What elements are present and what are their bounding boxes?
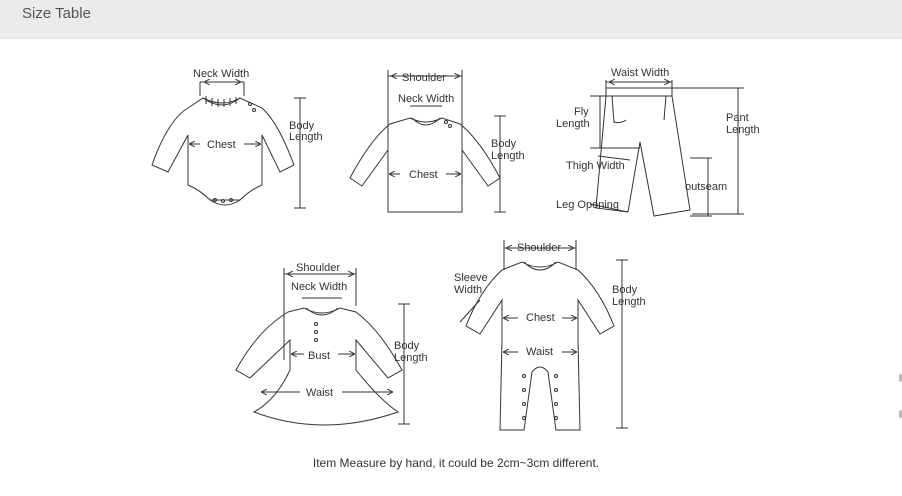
romper-figure [459, 240, 628, 431]
dress-neck-width-label: Neck Width [291, 281, 347, 293]
dress-figure [235, 268, 410, 426]
scroll-indicator-upper [899, 374, 902, 382]
pants-waist-width-label: Waist Width [611, 67, 669, 79]
pants-outseam-label: outseam [685, 181, 727, 193]
tshirt-body-length-label-1: Body [491, 138, 517, 150]
page-title: Size Table [22, 5, 91, 22]
romper-body-length-label-1: Body [612, 284, 638, 296]
measurement-note: Item Measure by hand, it could be 2cm~3c… [312, 456, 600, 470]
romper-sleeve-width-label-1: Sleeve [454, 272, 488, 284]
bodysuit-body-length-label-2: Length [289, 131, 323, 143]
pants-pant-length-label-1: Pant [726, 112, 749, 124]
romper-waist-label: Waist [526, 346, 553, 358]
romper-shoulder-label: Shoulder [517, 242, 561, 254]
pants-leg-opening-label: Leg Opening [556, 199, 619, 211]
tshirt-chest-label: Chest [409, 169, 438, 181]
dress-body-length-label-2: Length [394, 352, 428, 364]
dress-waist-label: Waist [306, 387, 333, 399]
romper-sleeve-width-label-2: Width [454, 284, 482, 296]
pants-thigh-width-label: Thigh Width [566, 160, 625, 172]
dress-shoulder-label: Shoulder [296, 262, 340, 274]
tshirt-figure [349, 70, 506, 213]
page-header: Size Table [0, 0, 902, 39]
dress-bust-label: Bust [308, 350, 330, 362]
pants-fly-length-label-2: Length [556, 118, 590, 130]
bodysuit-body-length-label-1: Body [289, 120, 315, 132]
bodysuit-figure [151, 82, 306, 209]
pants-fly-length-label-1: Fly [574, 106, 589, 118]
pants-pant-length-label-2: Length [726, 124, 760, 136]
bodysuit-neck-width-label: Neck Width [193, 68, 249, 80]
romper-chest-label: Chest [526, 312, 555, 324]
scroll-indicator-lower [899, 410, 902, 418]
romper-body-length-label-2: Length [612, 296, 646, 308]
tshirt-body-length-label-2: Length [491, 150, 525, 162]
dress-body-length-label-1: Body [394, 340, 420, 352]
pants-figure [589, 80, 744, 217]
bodysuit-chest-label: Chest [207, 139, 236, 151]
tshirt-shoulder-label: Shoulder [402, 72, 446, 84]
tshirt-neck-width-label: Neck Width [398, 93, 454, 105]
